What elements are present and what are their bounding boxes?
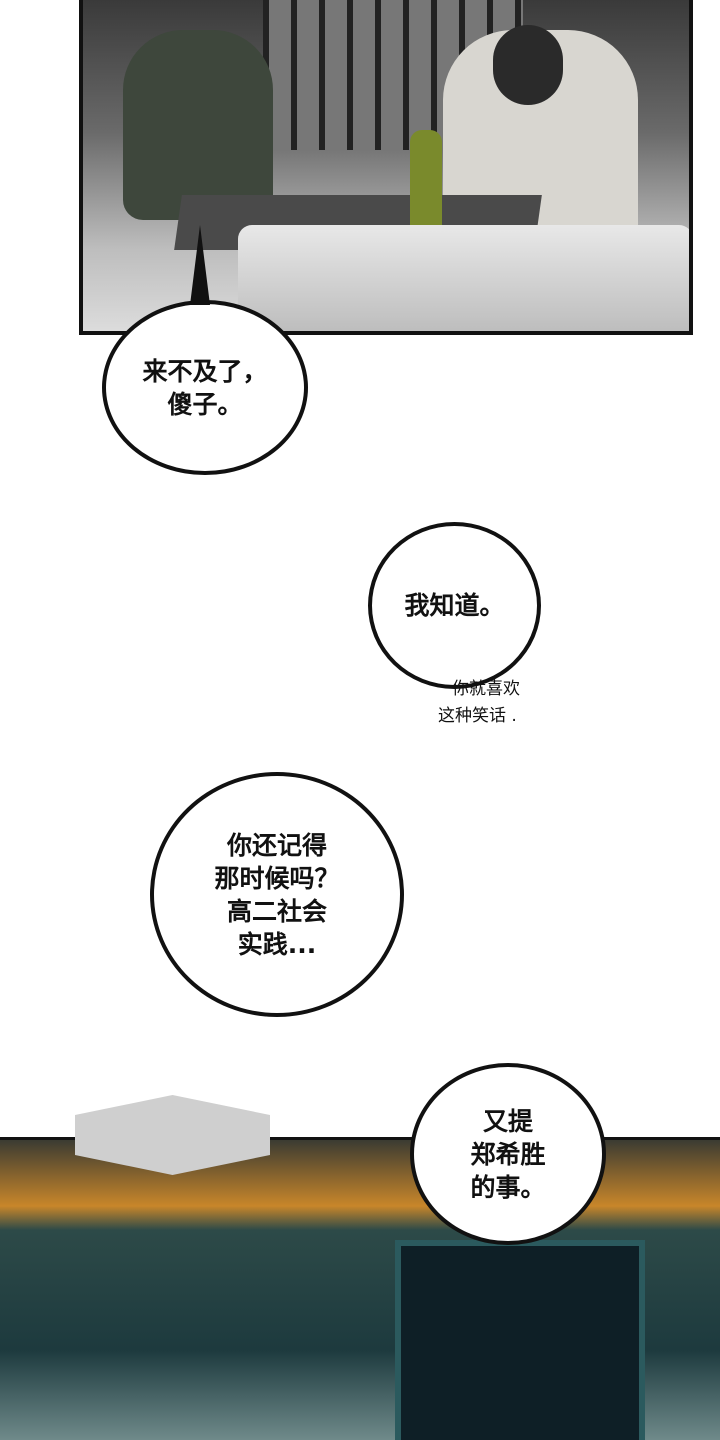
- speech-bubble-2: 我知道。: [368, 522, 541, 689]
- speech-bubble-3: 你还记得 那时候吗？ 高二社会 实践...: [150, 772, 404, 1017]
- comic-panel-dinner-scene: [79, 0, 693, 335]
- laughing-man-figure: [123, 30, 273, 220]
- man-head: [493, 25, 563, 105]
- wine-bottle: [410, 130, 442, 230]
- comic-panel-night-scene: [0, 1137, 720, 1440]
- speech-bubble-1: 来不及了， 傻子。: [102, 300, 308, 475]
- aside-text: 你就喜欢这种笑话 .: [438, 676, 520, 730]
- flashback-frame: [75, 1095, 270, 1175]
- speech-bubble-4: 又提 郑希胜 的事。: [410, 1063, 606, 1245]
- speech-bubble-tail: [190, 225, 210, 305]
- aside-line: 你就喜欢: [452, 679, 520, 699]
- sofa: [238, 225, 689, 331]
- aside-line: 这种笑话 .: [438, 706, 517, 726]
- night-window: [395, 1240, 645, 1440]
